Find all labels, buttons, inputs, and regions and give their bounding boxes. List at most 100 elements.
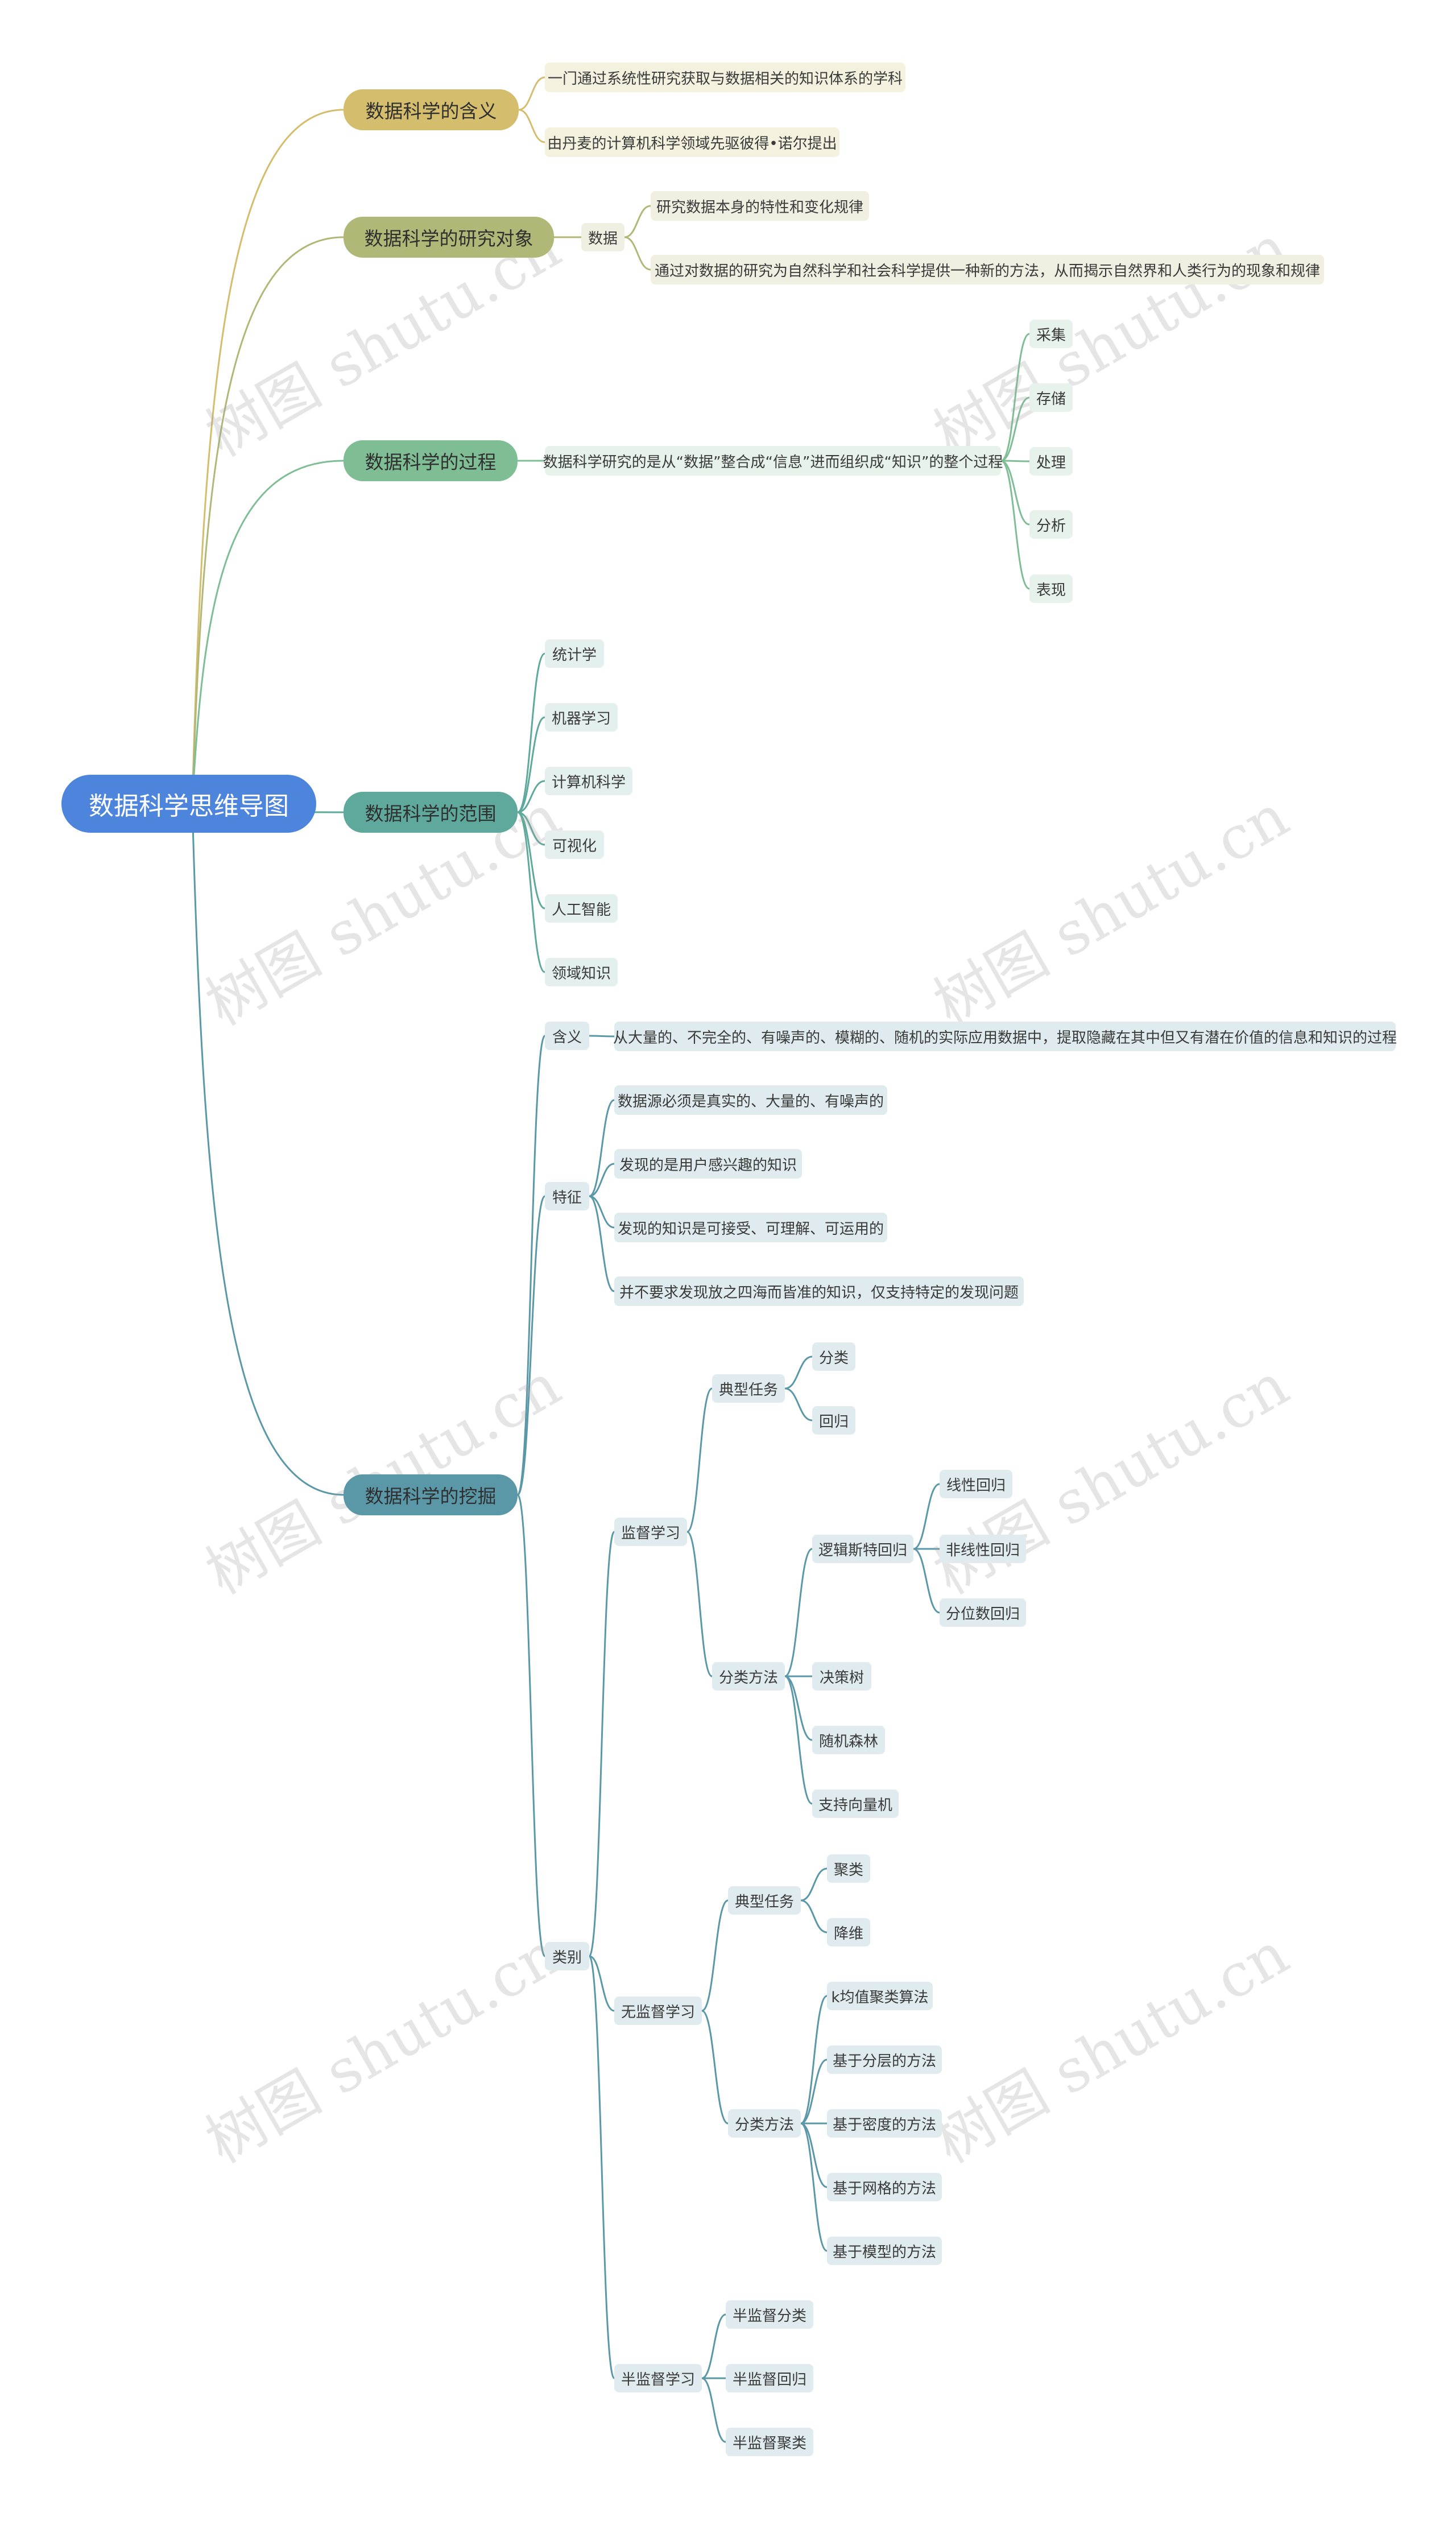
scope-item[interactable]: 统计学 bbox=[545, 639, 604, 668]
connector-line bbox=[624, 205, 651, 238]
connector-line bbox=[701, 2377, 726, 2443]
branch-mining[interactable]: 数据科学的挖掘 bbox=[344, 1474, 518, 1515]
unsupervised-method-label[interactable]: 分类方法 bbox=[728, 2109, 801, 2138]
meaning-item[interactable]: 由丹麦的计算机科学领域先驱彼得•诺尔提出 bbox=[545, 127, 839, 157]
unsupervised-method-item[interactable]: k均值聚类算法 bbox=[827, 1982, 933, 2010]
connector-line bbox=[589, 1099, 615, 1197]
research-data-node[interactable]: 数据 bbox=[581, 223, 624, 251]
research-item[interactable]: 研究数据本身的特性和变化规律 bbox=[651, 191, 869, 221]
scope-item[interactable]: 可视化 bbox=[545, 830, 604, 859]
connector-line bbox=[800, 2122, 828, 2252]
connector-line bbox=[517, 716, 545, 813]
mining-feature-label[interactable]: 特征 bbox=[545, 1182, 589, 1210]
connector-line bbox=[784, 1387, 813, 1421]
scope-item[interactable]: 领域知识 bbox=[545, 958, 618, 986]
branch-meaning[interactable]: 数据科学的含义 bbox=[344, 89, 519, 130]
connector-line bbox=[589, 1163, 615, 1197]
supervised-method-label[interactable]: 分类方法 bbox=[712, 1662, 785, 1691]
connector-line bbox=[800, 1899, 828, 1933]
connector-line bbox=[518, 109, 545, 143]
connector-line bbox=[589, 1195, 615, 1292]
supervised-method-item[interactable]: 随机森林 bbox=[812, 1726, 885, 1754]
supervised-method-item[interactable]: 决策树 bbox=[812, 1662, 871, 1691]
connector-line bbox=[517, 811, 545, 973]
unsupervised-method-item[interactable]: 基于网格的方法 bbox=[827, 2173, 942, 2201]
connector-line bbox=[784, 1675, 813, 1741]
connector-line bbox=[517, 811, 545, 846]
supervised-task-item[interactable]: 回归 bbox=[812, 1406, 855, 1435]
connector-line bbox=[1000, 396, 1030, 462]
connector-line bbox=[588, 1531, 615, 1957]
semi-supervised-item[interactable]: 半监督回归 bbox=[726, 2364, 813, 2392]
connector-line bbox=[517, 652, 545, 813]
connector-line bbox=[800, 1867, 828, 1902]
feature-item[interactable]: 发现的知识是可接受、可理解、可运用的 bbox=[614, 1213, 887, 1242]
semi-supervised-item[interactable]: 半监督聚类 bbox=[726, 2428, 813, 2456]
connector-line bbox=[686, 1387, 713, 1533]
mining-category-label[interactable]: 类别 bbox=[545, 1942, 589, 1970]
connector-line bbox=[686, 1531, 713, 1677]
connector-line bbox=[1000, 460, 1030, 526]
connector-line bbox=[800, 2122, 828, 2188]
connector-line bbox=[588, 1955, 615, 2379]
unsupervised-method-item[interactable]: 基于模型的方法 bbox=[827, 2237, 942, 2265]
supervised-method-item[interactable]: 支持向量机 bbox=[812, 1790, 899, 1818]
process-step[interactable]: 采集 bbox=[1029, 320, 1073, 348]
feature-item[interactable]: 发现的是用户感兴趣的知识 bbox=[614, 1149, 802, 1179]
scope-item[interactable]: 机器学习 bbox=[545, 703, 618, 731]
connector-line bbox=[1000, 333, 1030, 462]
connector-line bbox=[1000, 460, 1030, 590]
connector-line bbox=[800, 1995, 828, 2125]
connector-line bbox=[913, 1548, 940, 1614]
regression-item[interactable]: 非线性回归 bbox=[940, 1535, 1026, 1563]
connector-line bbox=[517, 780, 545, 813]
process-description[interactable]: 数据科学研究的是从“数据”整合成“信息”进而组织成“知识”的整个过程 bbox=[543, 446, 1003, 476]
regression-item[interactable]: 分位数回归 bbox=[940, 1598, 1026, 1627]
scope-item[interactable]: 人工智能 bbox=[545, 894, 618, 923]
connector-line bbox=[191, 460, 344, 804]
connector-line bbox=[701, 2010, 729, 2125]
research-item[interactable]: 通过对数据的研究为自然科学和社会科学提供一种新的方法，从而揭示自然界和人类行为的… bbox=[651, 255, 1324, 284]
semi-supervised-item[interactable]: 半监督分类 bbox=[726, 2300, 813, 2329]
process-step[interactable]: 表现 bbox=[1029, 575, 1073, 603]
process-step[interactable]: 处理 bbox=[1029, 447, 1073, 476]
unsupervised-task-item[interactable]: 降维 bbox=[827, 1918, 870, 1946]
connector-line bbox=[589, 1955, 615, 2012]
branch-process[interactable]: 数据科学的过程 bbox=[344, 440, 518, 481]
branch-research-object[interactable]: 数据科学的研究对象 bbox=[344, 217, 554, 258]
feature-item[interactable]: 并不要求发现放之四海而皆准的知识，仅支持特定的发现问题 bbox=[614, 1276, 1024, 1306]
connector-line bbox=[624, 236, 651, 271]
connector-line bbox=[516, 1195, 546, 1496]
unsupervised-method-item[interactable]: 基于分层的方法 bbox=[827, 2045, 942, 2074]
branch-scope[interactable]: 数据科学的范围 bbox=[344, 792, 518, 833]
meaning-item[interactable]: 一门通过系统性研究获取与数据相关的知识体系的学科 bbox=[545, 63, 905, 92]
mining-meaning-text[interactable]: 从大量的、不完全的、有噪声的、模糊的、随机的实际应用数据中，提取隐藏在其中但又有… bbox=[613, 1022, 1397, 1051]
semi-supervised-learning[interactable]: 半监督学习 bbox=[614, 2364, 702, 2392]
connector-line bbox=[191, 109, 344, 804]
scope-item[interactable]: 计算机科学 bbox=[545, 767, 632, 795]
connector-line bbox=[517, 811, 545, 910]
unsupervised-task-item[interactable]: 聚类 bbox=[827, 1854, 870, 1883]
mining-meaning-label[interactable]: 含义 bbox=[545, 1022, 589, 1050]
unsupervised-typical-task[interactable]: 典型任务 bbox=[728, 1886, 801, 1915]
root-topic[interactable]: 数据科学思维导图 bbox=[61, 775, 316, 833]
regression-item[interactable]: 线性回归 bbox=[940, 1470, 1012, 1498]
connector-line bbox=[191, 803, 344, 1496]
unsupervised-learning[interactable]: 无监督学习 bbox=[614, 1997, 702, 2025]
process-step[interactable]: 存储 bbox=[1029, 383, 1073, 412]
unsupervised-method-item[interactable]: 基于密度的方法 bbox=[827, 2109, 942, 2138]
connector-line bbox=[589, 1195, 615, 1229]
supervised-learning[interactable]: 监督学习 bbox=[614, 1518, 687, 1546]
supervised-typical-task[interactable]: 典型任务 bbox=[712, 1374, 785, 1403]
feature-item[interactable]: 数据源必须是真实的、大量的、有噪声的 bbox=[614, 1085, 887, 1115]
connector-line bbox=[784, 1548, 813, 1677]
connector-line bbox=[191, 236, 344, 804]
supervised-task-item[interactable]: 分类 bbox=[812, 1342, 855, 1371]
connector-line bbox=[800, 2059, 828, 2125]
connector-line bbox=[701, 2313, 726, 2379]
connector-line bbox=[518, 76, 545, 111]
process-step[interactable]: 分析 bbox=[1029, 510, 1073, 539]
logistic-regression[interactable]: 逻辑斯特回归 bbox=[812, 1535, 913, 1563]
connector-line bbox=[516, 1494, 546, 1957]
